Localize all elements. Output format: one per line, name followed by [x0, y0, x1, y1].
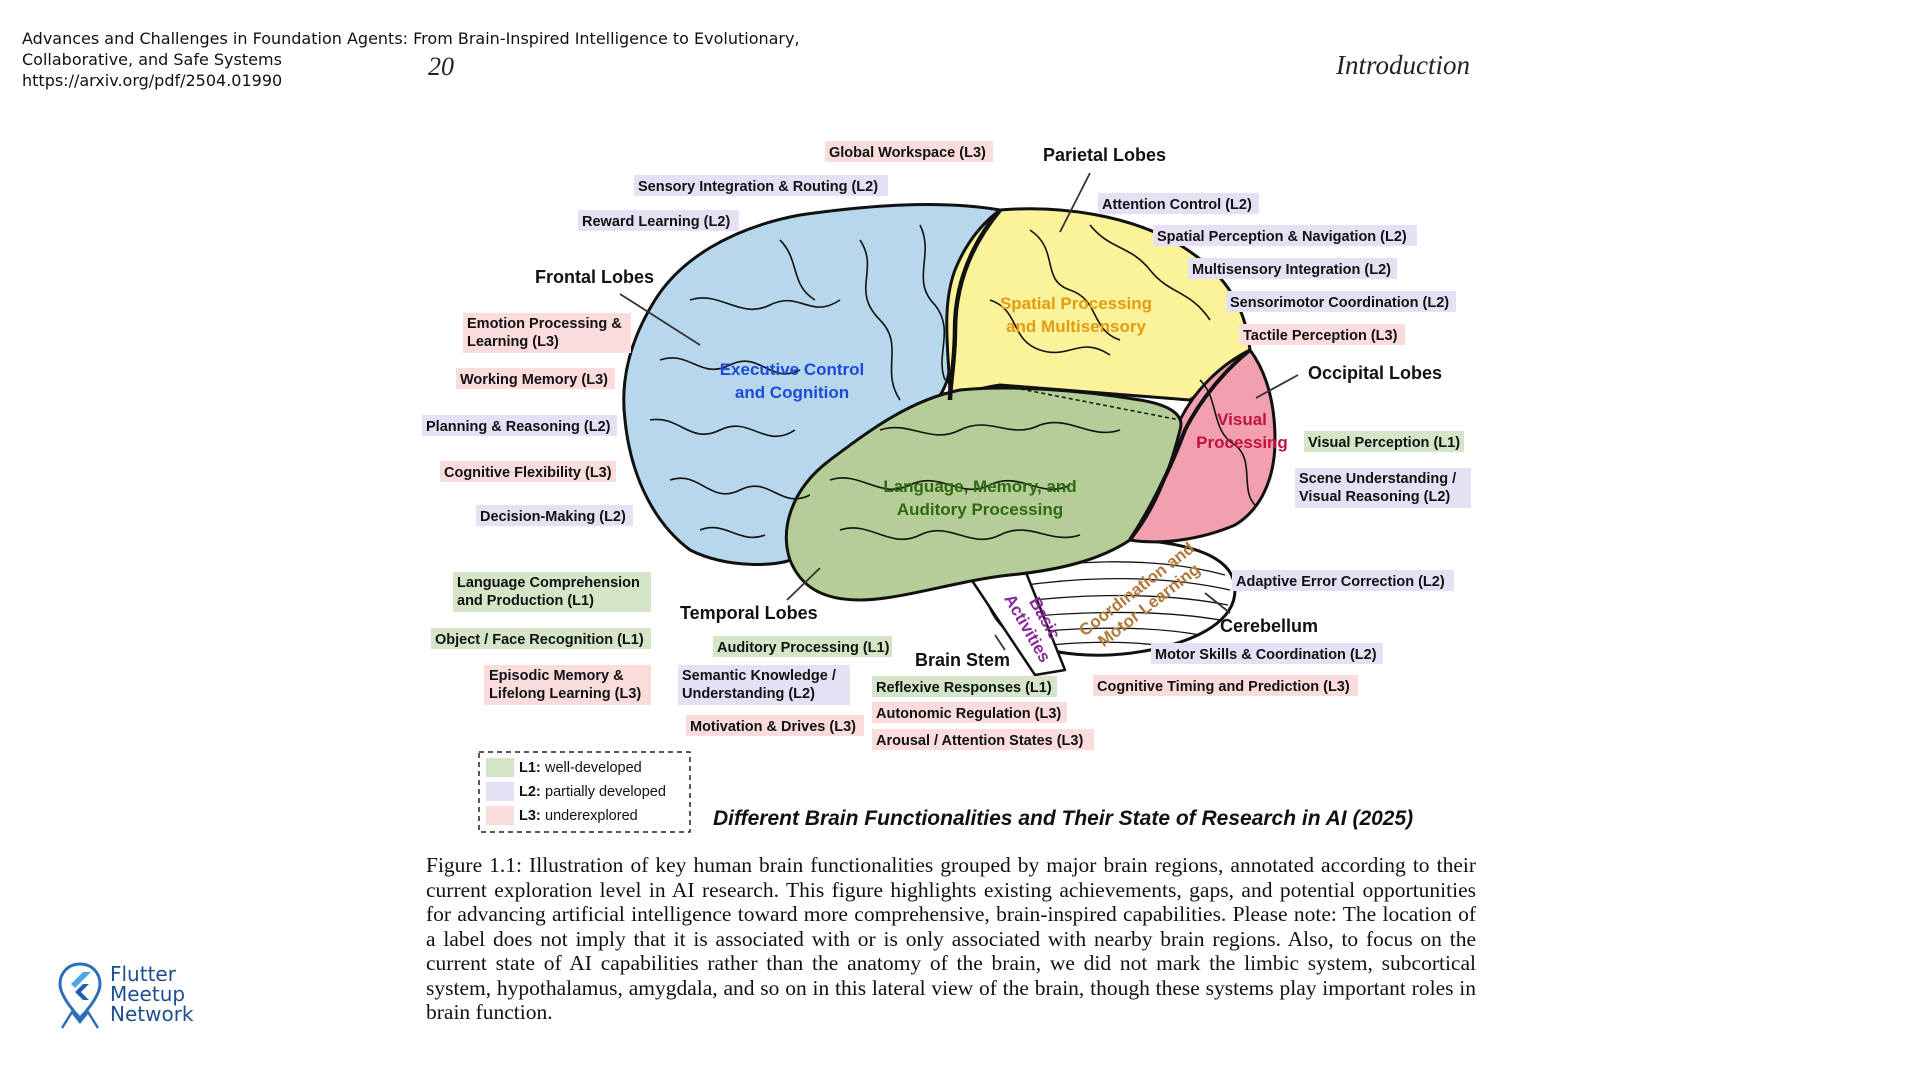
region-temporal: Temporal Lobes — [680, 603, 818, 623]
function-labels: Global Workspace (L3) Sensory Integratio… — [422, 141, 1471, 750]
source-citation: Advances and Challenges in Foundation Ag… — [22, 28, 882, 91]
label-reflexive: Reflexive Responses (L1) — [876, 680, 1052, 696]
label-lang-comp-1: Language Comprehension — [457, 575, 640, 591]
label-lang-comp-2: and Production (L1) — [457, 593, 594, 609]
logo-wordmark: Flutter Meetup Network — [110, 964, 194, 1024]
label-attention-control: Attention Control (L2) — [1102, 197, 1252, 213]
label-auditory: Auditory Processing (L1) — [717, 640, 890, 656]
source-title-line2: Collaborative, and Safe Systems — [22, 50, 282, 69]
frontal-lobe-region — [622, 203, 1002, 566]
source-title-line1: Advances and Challenges in Foundation Ag… — [22, 29, 800, 48]
parietal-inner-1: Spatial Processing — [1000, 294, 1152, 313]
flutter-logo-icon — [58, 962, 102, 1029]
label-reward-learning: Reward Learning (L2) — [582, 214, 730, 230]
legend-swatch-l1 — [486, 758, 514, 777]
occipital-inner-2: Processing — [1196, 433, 1288, 452]
occipital-lobe-region — [1128, 348, 1277, 544]
chapter-heading: Introduction — [1336, 50, 1470, 80]
logo-line-2: Meetup — [110, 982, 186, 1006]
label-global-workspace: Global Workspace (L3) — [829, 145, 986, 161]
region-parietal: Parietal Lobes — [1043, 145, 1166, 165]
region-occipital: Occipital Lobes — [1308, 363, 1442, 383]
logo-line-1: Flutter — [110, 962, 176, 986]
label-sensorimotor: Sensorimotor Coordination (L2) — [1230, 295, 1449, 311]
label-motor-skills: Motor Skills & Coordination (L2) — [1155, 647, 1377, 663]
legend-l3-text: underexplored — [545, 808, 638, 824]
legend: L1: well-developed L2: partially develop… — [478, 751, 691, 833]
figure-caption: Figure 1.1: Illustration of key human br… — [426, 853, 1476, 1024]
label-working-memory: Working Memory (L3) — [460, 372, 608, 388]
label-cognitive-flex: Cognitive Flexibility (L3) — [444, 465, 612, 481]
label-multisensory: Multisensory Integration (L2) — [1192, 262, 1391, 278]
temporal-lobe-region — [784, 386, 1183, 602]
label-autonomic: Autonomic Regulation (L3) — [876, 706, 1061, 722]
brain-illustration — [622, 203, 1277, 677]
label-semantic-2: Understanding (L2) — [682, 686, 815, 702]
leader-lines — [619, 172, 1299, 651]
label-scene-1: Scene Understanding / — [1299, 471, 1456, 487]
occipital-inner-1: Visual — [1217, 410, 1267, 429]
region-cerebellum: Cerebellum — [1220, 616, 1318, 636]
label-semantic-1: Semantic Knowledge / — [682, 668, 836, 684]
label-emotion-1: Emotion Processing & — [467, 316, 622, 332]
legend-l2-text: partially developed — [545, 784, 666, 800]
label-episodic-1: Episodic Memory & — [489, 668, 624, 684]
figure-title: Different Brain Functionalities and Thei… — [713, 807, 1413, 830]
legend-swatch-l2 — [486, 782, 514, 801]
frontal-inner-1: Executive Control — [720, 360, 865, 379]
label-episodic-2: Lifelong Learning (L3) — [489, 686, 641, 702]
legend-swatch-l3 — [486, 806, 514, 825]
label-scene-2: Visual Reasoning (L2) — [1299, 489, 1450, 505]
label-tactile: Tactile Perception (L3) — [1243, 328, 1398, 344]
legend-l3-key: L3: — [519, 808, 541, 824]
label-arousal: Arousal / Attention States (L3) — [876, 733, 1083, 749]
temporal-inner-1: Language, Memory, and — [883, 477, 1076, 496]
parietal-inner-2: and Multisensory — [1006, 317, 1146, 336]
label-visual-perception: Visual Perception (L1) — [1308, 435, 1460, 451]
region-brainstem: Brain Stem — [915, 650, 1010, 670]
legend-l2-key: L2: — [519, 784, 541, 800]
label-adaptive-error: Adaptive Error Correction (L2) — [1236, 574, 1445, 590]
region-titles: Frontal Lobes Parietal Lobes Occipital L… — [535, 145, 1442, 670]
frontal-inner-2: and Cognition — [735, 383, 849, 402]
page-number: 20 — [428, 52, 454, 81]
label-decision: Decision-Making (L2) — [480, 509, 626, 525]
label-emotion-2: Learning (L3) — [467, 334, 559, 350]
label-object-face: Object / Face Recognition (L1) — [435, 632, 644, 648]
legend-l1-text: well-developed — [544, 760, 642, 776]
label-motivation: Motivation & Drives (L3) — [690, 719, 856, 735]
temporal-inner-2: Auditory Processing — [897, 500, 1063, 519]
label-sensory-integration: Sensory Integration & Routing (L2) — [638, 179, 878, 195]
source-url[interactable]: https://arxiv.org/pdf/2504.01990 — [22, 71, 283, 90]
region-frontal: Frontal Lobes — [535, 267, 654, 287]
label-spatial-nav: Spatial Perception & Navigation (L2) — [1157, 229, 1407, 245]
brain-gyri — [649, 224, 1256, 541]
legend-l1-key: L1: — [519, 760, 541, 776]
label-cog-timing: Cognitive Timing and Prediction (L3) — [1097, 679, 1350, 695]
label-planning: Planning & Reasoning (L2) — [426, 419, 611, 435]
logo-line-3: Network — [110, 1002, 194, 1026]
